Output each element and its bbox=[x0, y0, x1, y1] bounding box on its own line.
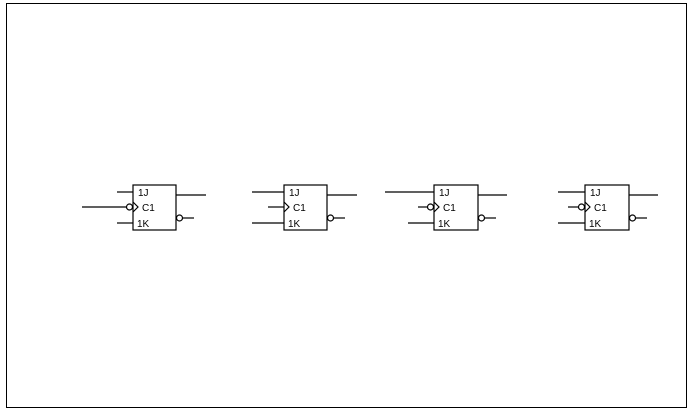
qbar-inversion-bubble bbox=[628, 214, 637, 222]
clock-pin-label: C1 bbox=[443, 203, 456, 214]
clock-inversion-bubble bbox=[125, 203, 134, 211]
k-pin-label: 1K bbox=[438, 219, 451, 230]
flipflop-body bbox=[132, 184, 177, 231]
k-pin-label: 1K bbox=[288, 219, 301, 230]
clock-edge-triangle-icon bbox=[132, 201, 139, 213]
clock-edge-triangle-icon bbox=[283, 201, 290, 213]
clock-pin-label: C1 bbox=[293, 203, 306, 214]
jk-flipflop-1[interactable]: 1J C1 1K bbox=[82, 184, 206, 231]
j-pin-label: 1J bbox=[138, 188, 149, 199]
flipflop-body bbox=[584, 184, 630, 231]
clock-edge-triangle-icon bbox=[433, 201, 440, 213]
qbar-inversion-bubble bbox=[326, 214, 335, 222]
j-pin-label: 1J bbox=[590, 188, 601, 199]
k-pin-label: 1K bbox=[589, 219, 602, 230]
qbar-inversion-bubble bbox=[477, 214, 486, 222]
k-pin-label: 1K bbox=[137, 219, 150, 230]
drawing-frame bbox=[6, 3, 687, 408]
j-pin-label: 1J bbox=[289, 188, 300, 199]
jk-flipflop-3[interactable]: 1J C1 1K bbox=[385, 184, 507, 231]
j-pin-label: 1J bbox=[439, 188, 450, 199]
clock-pin-label: C1 bbox=[594, 203, 607, 214]
clock-edge-triangle-icon bbox=[584, 201, 591, 213]
jk-flipflop-4[interactable]: 1J C1 1K bbox=[558, 184, 658, 231]
jk-flipflop-2[interactable]: 1J C1 1K bbox=[252, 184, 357, 231]
clock-inversion-bubble bbox=[426, 203, 435, 211]
clock-inversion-bubble bbox=[577, 203, 586, 211]
flipflop-body bbox=[433, 184, 479, 231]
clock-pin-label: C1 bbox=[142, 203, 155, 214]
flipflop-body bbox=[283, 184, 328, 231]
qbar-inversion-bubble bbox=[175, 214, 184, 222]
